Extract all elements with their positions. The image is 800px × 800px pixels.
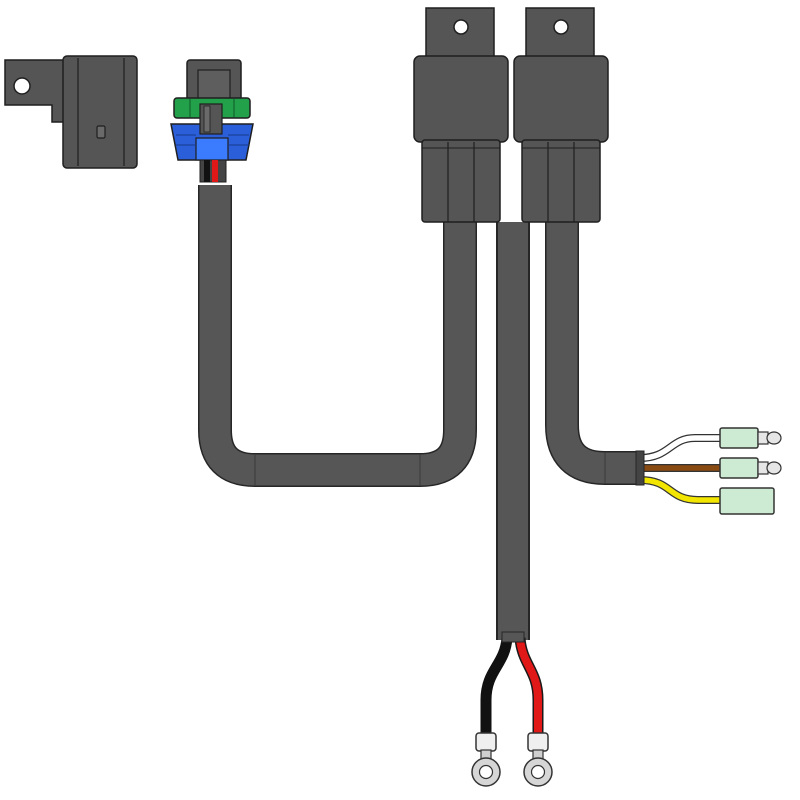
- spade-terminal-wires: [639, 434, 722, 504]
- ring-terminal-black: [471, 732, 501, 787]
- fuse-holder-bracket: [4, 55, 138, 169]
- ring-terminal-red: [523, 732, 553, 787]
- spade-terminal-yellow: [719, 487, 775, 515]
- connector-plug: [170, 59, 254, 183]
- relay-right: [513, 7, 609, 223]
- harness-cable: [198, 185, 640, 640]
- spade-terminal-white: [719, 427, 782, 449]
- ring-terminal-wires: [480, 631, 544, 735]
- relay-left: [413, 7, 509, 223]
- spade-terminal-brown: [719, 457, 782, 479]
